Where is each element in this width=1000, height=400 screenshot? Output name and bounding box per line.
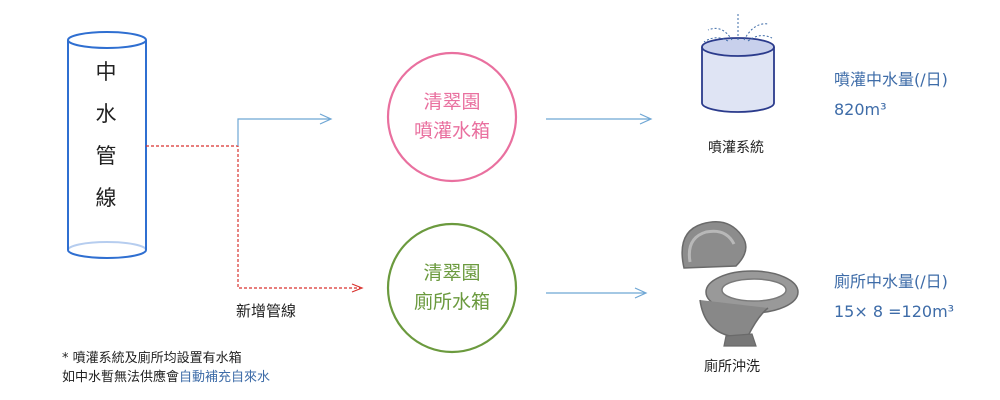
footnote-line-1: * 噴灌系統及廁所均設置有水箱	[62, 351, 242, 366]
irrigation-output-arrow	[546, 113, 653, 125]
new-pipe-arrowhead	[351, 283, 364, 293]
pipe-to-irrigation-connector	[237, 113, 333, 146]
toilet-output-arrow	[546, 287, 648, 299]
toilet-icon	[681, 221, 799, 347]
pipe-cylinder	[67, 31, 147, 259]
toilet-tank-name: 清翠園	[423, 262, 481, 284]
pipe-label-char: 中	[95, 60, 117, 84]
toilet-tank-circle	[386, 222, 518, 354]
footnote-prefix: 如中水暫無法供應會	[62, 370, 180, 385]
toilet-volume-value: 15× 8 =120m³	[834, 302, 955, 321]
pipe-label: 中 水 管 線	[86, 62, 126, 230]
new-pipe-label: 新增管線	[236, 302, 297, 320]
irrigation-tank-name: 清翠園	[423, 91, 481, 113]
irrigation-tank-label: 清翠園 噴灌水箱	[392, 88, 512, 146]
footnote-highlight: 自動補充自來水	[179, 370, 271, 385]
toilet-volume-title: 廁所中水量(/日)	[834, 272, 948, 291]
footnote: * 噴灌系統及廁所均設置有水箱 如中水暫無法供應會自動補充自來水	[62, 349, 270, 387]
irrigation-tank-type: 噴灌水箱	[413, 120, 490, 142]
pipe-label-char: 線	[95, 186, 117, 210]
toilet-tank-type: 廁所水箱	[413, 291, 490, 313]
toilet-tank-label: 清翠園 廁所水箱	[392, 259, 512, 317]
irrigation-volume-value: 820m³	[834, 100, 887, 119]
pipe-label-char: 水	[95, 102, 117, 126]
sprinkler-tank-icon	[701, 14, 775, 113]
new-pipe-connector	[146, 145, 360, 289]
footnote-line-2: 如中水暫無法供應會自動補充自來水	[62, 368, 270, 387]
irrigation-volume-title: 噴灌中水量(/日)	[834, 70, 948, 89]
toilet-system-label: 廁所沖洗	[704, 359, 760, 375]
pipe-label-char: 管	[95, 144, 117, 168]
irrigation-tank-circle	[386, 51, 518, 183]
irrigation-system-label: 噴灌系統	[708, 140, 764, 156]
